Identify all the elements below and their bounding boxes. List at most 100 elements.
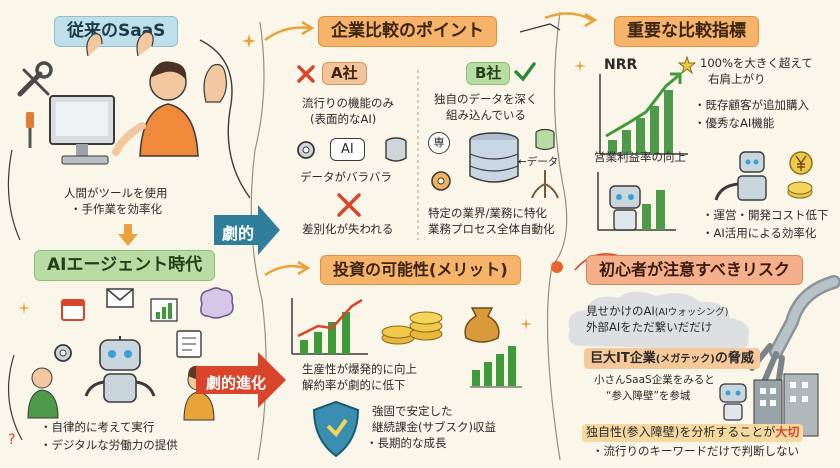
wrench-icon	[17, 61, 53, 97]
op-point-2: ・AI活用による効率化	[702, 226, 817, 240]
dramatic-label: 劇的	[222, 224, 255, 243]
agent-desc-1: ・自律的に考えて実行	[40, 420, 154, 435]
company-a-loss: 差別化が失われる	[302, 222, 394, 236]
nrr-label: NRR	[604, 57, 638, 73]
nrr-desc-2: 右肩上がり	[708, 72, 766, 86]
risks-banner: 初心者が注意すべきリスク	[586, 255, 803, 285]
gear-coin-icon	[787, 181, 813, 199]
company-a-desc-2: (表面的なAI)	[310, 112, 377, 126]
gear-icon	[297, 141, 315, 159]
screwdriver-icon	[26, 112, 34, 148]
risk-1-line-2: 外部AIをただ繋いだだけ	[586, 320, 713, 334]
brain-icon	[200, 287, 234, 319]
yen-icon	[789, 151, 813, 175]
agent-desc-1-text: 自律的に考えて実行	[51, 420, 155, 434]
op-point-1: ・運営・開発コスト低下	[702, 208, 829, 222]
robot-screen-icon	[609, 185, 641, 231]
company-a-ai-box: AI	[330, 138, 365, 162]
cloud-icon	[568, 291, 750, 350]
gear-icon	[54, 344, 72, 362]
company-a-desc-1: 流行りの機能のみ	[302, 96, 394, 110]
robot-arm-icon	[714, 151, 767, 201]
svg-text:?: ?	[8, 432, 15, 448]
hands-icon	[86, 31, 154, 57]
cross-icon	[297, 65, 315, 83]
nrr-point-2: ・優秀なAI機能	[694, 116, 775, 130]
risk-3-line-1: ・流行りのキーワードだけで判断しない	[592, 444, 799, 458]
op-chart-icon	[597, 172, 676, 231]
question-mark-icon: ?	[8, 432, 15, 448]
invest-sub-2: 継続課金(サブスク)収益	[372, 420, 496, 434]
sparkle-icon	[242, 34, 256, 48]
invest-line-2: 解約率が劇的に低下	[302, 378, 406, 392]
coins-icon	[381, 311, 443, 345]
roots-icon	[531, 170, 559, 199]
money-bag-icon	[464, 307, 500, 343]
server-icon	[469, 132, 519, 183]
company-a-data-scattered: データがバラバラ	[300, 170, 392, 184]
risk-2-title: 巨大IT企業(メガテック)の脅威	[584, 348, 760, 370]
risk-2-line-1: 小さんSaaS企業をみると	[594, 374, 715, 386]
company-b-desc-2: 組み込んでいる	[446, 108, 526, 122]
list-icon	[176, 330, 202, 358]
company-b-result-2: 業務プロセス全体自動化	[428, 222, 555, 236]
agent-desc-2: ・デジタルな労働力の提供	[40, 438, 178, 453]
risk-1-sub: (AIウォッシング)	[654, 307, 729, 318]
calendar-icon	[61, 299, 85, 321]
risk-2-line-2: “参入障壁”を参城	[606, 390, 691, 402]
traditional-desc-2-text: 手作業を効率化	[81, 202, 163, 216]
mail-icon	[106, 288, 134, 308]
company-b-label: B社	[466, 62, 511, 85]
invest-sub-3: ・長期的な成長	[366, 436, 447, 450]
big-cross-icon	[337, 193, 361, 217]
dramatic-evolution-arrow	[196, 352, 286, 408]
traditional-desc-1: 人間がツールを使用	[64, 186, 168, 200]
dramatic-evolution-label: 劇的進化	[206, 374, 267, 392]
company-b-data-label: ←データ	[518, 156, 559, 168]
ai-agent-era-banner: AIエージェント時代	[34, 250, 216, 281]
invest-sub-1: 強固で安定した	[372, 404, 453, 418]
people-icon	[27, 367, 59, 419]
risk-2-title-end: の脅威	[714, 351, 754, 366]
investment-banner: 投資の可能性(メリット)	[320, 255, 521, 285]
shield-icon	[312, 400, 360, 458]
agent-desc-2-text: デジタルな労働力の提供	[51, 438, 178, 452]
invest-line-1: 生産性が爆発的に向上	[302, 362, 417, 376]
bullet: ・	[70, 202, 82, 216]
metrics-banner: 重要な比較指標	[614, 16, 759, 47]
computer-icon	[49, 95, 115, 165]
chart-small-icon	[150, 298, 178, 322]
company-compare-banner: 企業比較のポイント	[318, 16, 497, 47]
database-icon	[385, 137, 407, 162]
company-b-specialty-badge: 専	[428, 132, 450, 154]
bullet: ・	[40, 420, 52, 434]
gear-orange-icon	[431, 171, 451, 191]
traditional-desc-2: ・手作業を効率化	[70, 202, 162, 217]
company-b-desc-1: 独自のデータを深く	[434, 92, 538, 106]
mini-chart-icon	[470, 346, 522, 388]
sparkle-icon	[18, 302, 30, 314]
nrr-desc-1: 100%を大きく超えて	[700, 56, 813, 70]
nrr-point-1: ・既存顧客が追加購入	[694, 98, 809, 112]
nrr-chart-icon	[599, 72, 688, 155]
dramatic-arrow	[214, 205, 280, 255]
risk-1-line-1: 見せかけのAI(AIウォッシング)	[586, 304, 728, 320]
operating-margin-label: 営業利益率の向上	[594, 150, 686, 164]
robot-icon	[84, 336, 156, 403]
risk-3-title-main: 独自性(参入障壁)を分析することが	[586, 425, 776, 439]
check-icon	[514, 62, 536, 82]
person-icon	[112, 61, 199, 157]
star-icon	[677, 55, 697, 75]
growth-chart-icon	[291, 298, 368, 355]
small-robot-icon	[719, 383, 747, 421]
risk-2-title-sub: (メガテック)	[655, 354, 715, 365]
hand-right-icon	[203, 63, 227, 103]
sparkle-icon	[520, 318, 532, 330]
company-b-result-1: 特定の業界/業務に特化	[428, 206, 547, 220]
company-a-label: A社	[322, 62, 367, 85]
bullet: ・	[40, 438, 52, 452]
risk-3-title: 独自性(参入障壁)を分析することが大切	[582, 424, 804, 442]
risk-1-main: 見せかけのAI	[586, 304, 655, 318]
risk-2-title-main: 巨大IT企業	[590, 351, 656, 366]
